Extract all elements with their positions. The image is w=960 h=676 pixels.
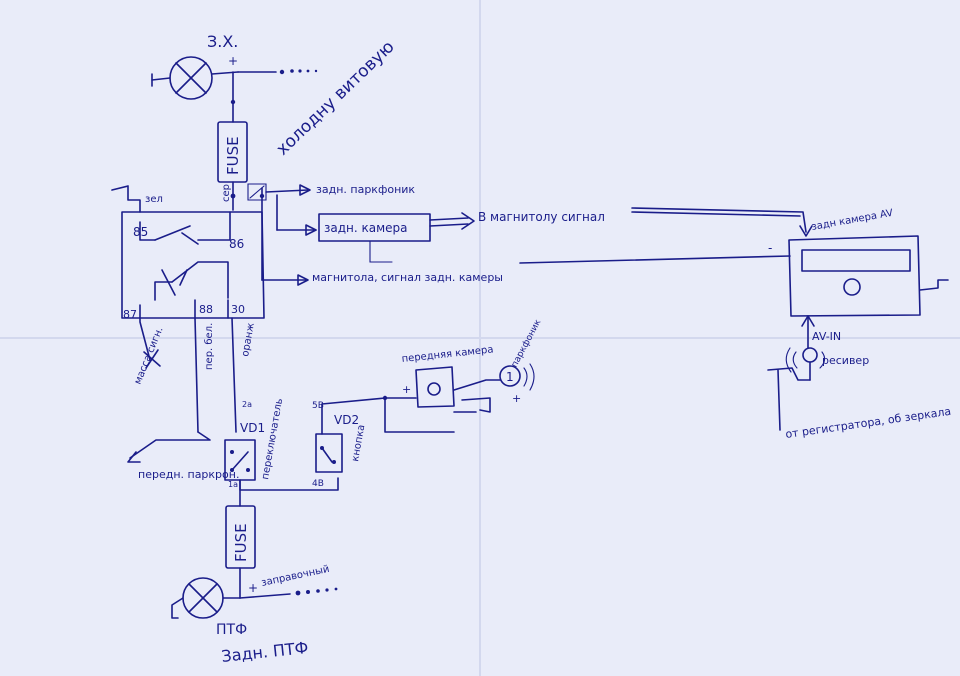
relay-pin-88: 88 [199,303,213,316]
bottom-plus-label: + [248,581,258,595]
bottom-lamp [171,577,241,619]
vd1-label: VD1 [240,421,265,435]
rear-cam-signal-arrowhead [461,212,475,230]
rear-cam-ground [369,240,393,263]
pin-4b-label: 4В [312,479,324,489]
fuse-top-label: FUSE [224,136,242,175]
wire-color-left: зел [145,194,163,205]
front-camera-waves [523,363,535,391]
receiver-label: ресивер [822,354,869,367]
out-head-unit-arrow [297,274,309,286]
rear-cam-signal-double-wire [429,217,469,227]
front-parktronic-label: передн. паркрон. [138,468,239,481]
top-dotted-lead [237,69,318,75]
relay-30-to-switch-wire [231,317,237,433]
button-vd2 [315,433,343,473]
front-parktronic-wire [129,431,211,459]
front-camera [384,366,501,413]
top-plus-label: + [228,54,238,68]
relay-pin-87: 87 [123,308,137,321]
output-junction-1 [259,193,265,199]
bottom-dotted-lead [239,587,338,599]
out-rear-parktronic-arrow [299,184,311,196]
fuse-bottom-label: FUSE [232,523,250,562]
pin-2a-label: 2а [242,400,252,409]
rear-camera-box [318,213,431,242]
wire-label-white: пер. бел. [204,323,215,370]
relay-output-diode [247,183,267,201]
relay-pin-85: 85 [133,225,148,239]
head-unit [767,235,949,431]
to-head-unit-signal-label: В магнитолу сигнал [478,210,605,224]
signal-to-head-unit-wire [631,207,807,233]
head-unit-minus-label: - [768,241,772,255]
out-rear-parktronic-label: задн. паркфоник [316,183,415,196]
out-head-unit-label: магнитола, сигнал задн. камеры [312,271,503,284]
head-unit-signal-wire [519,255,791,264]
top-junction [230,99,236,105]
signal-to-head-unit-arrow [799,225,813,237]
rear-cam-arrow [305,224,317,236]
relay-pin-86: 86 [229,237,244,251]
relay-pin-30: 30 [231,303,245,316]
vd2-label: VD2 [334,413,359,427]
out-rear-parktronic-wire [265,189,309,193]
pin-5b-label: 5В [312,401,324,411]
marker-1-circle [499,365,521,387]
rear-camera-label: задн. камера [324,221,408,235]
relay-output-diode-mark [249,185,265,199]
pin-1a-label: 1а [228,480,238,489]
relay-block [111,185,265,369]
front-camera-plus: + [402,383,411,396]
bottom-lamp-label: ПТФ [216,622,247,638]
head-unit-av-input-label: AV-IN [812,330,841,343]
wire-color-top: сер [221,184,232,202]
front-parktronic-arrow [127,451,141,463]
marker-1-label: 1 [506,370,514,384]
relay-88-wire [194,317,199,433]
top-lamp-label: З.Х. [207,32,238,51]
relay-feed-junction [230,193,236,199]
front-camera-side-plus: + [512,392,521,405]
